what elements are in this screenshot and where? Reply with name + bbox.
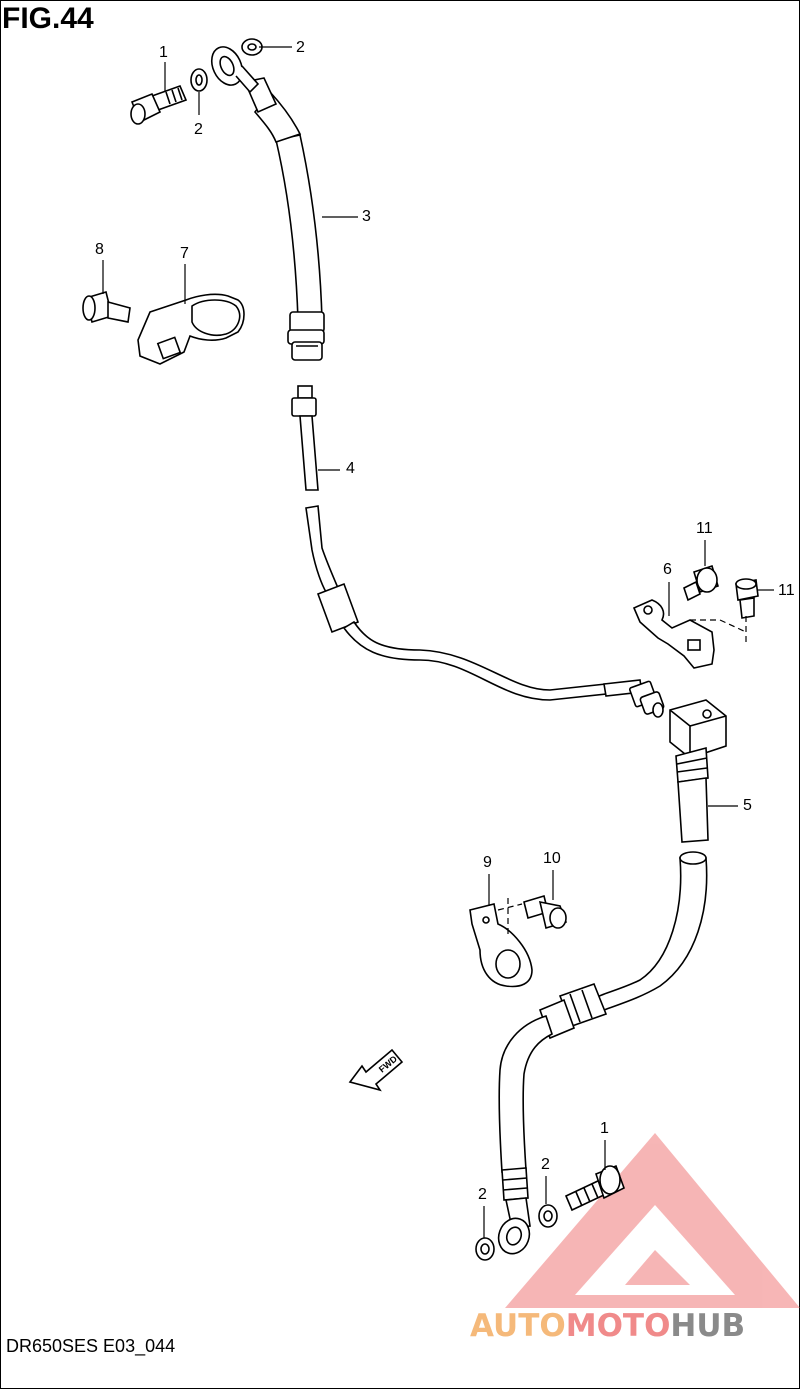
- figure-code: DR650SES E03_044: [6, 1336, 176, 1356]
- callout-2-top-right: 2: [296, 39, 305, 56]
- leader-lines: [102, 46, 774, 1238]
- watermark-text: AUTOMOTOHUB: [470, 1308, 745, 1344]
- callout-1-bottom: 1: [600, 1120, 609, 1137]
- callout-3: 3: [362, 208, 371, 225]
- figure-title: FIG.44: [2, 2, 94, 35]
- callout-10: 10: [543, 850, 561, 867]
- hose-clamp: [137, 293, 245, 365]
- brake-hose-upper: [210, 46, 325, 361]
- clamp-bolt: [82, 290, 131, 324]
- callout-1-top: 1: [159, 44, 168, 61]
- watermark-part-auto: AUTO: [470, 1308, 566, 1344]
- callout-2-top-left: 2: [194, 121, 203, 138]
- washer-bottom-right: [538, 1204, 558, 1228]
- callout-7: 7: [180, 245, 189, 262]
- bracket-bolt-1: [683, 564, 719, 602]
- callout-11-right: 11: [778, 582, 795, 599]
- callout-8: 8: [95, 241, 104, 258]
- callout-2-bottom-right: 2: [541, 1156, 550, 1173]
- washer-bottom-left: [475, 1237, 495, 1261]
- watermark-part-hub: HUB: [670, 1308, 746, 1344]
- callout-4: 4: [346, 460, 355, 477]
- lower-hose-bracket: [469, 903, 533, 988]
- watermark-part-moto: MOTO: [565, 1308, 671, 1344]
- callout-2-bottom-left: 2: [478, 1186, 487, 1203]
- brake-pipe: [291, 385, 665, 718]
- callout-6: 6: [663, 561, 672, 578]
- lower-bracket-bolt: [523, 894, 568, 930]
- callout-5: 5: [743, 797, 752, 814]
- washer-top-left: [190, 68, 208, 92]
- callout-9: 9: [483, 854, 492, 871]
- dashed-guides: [497, 616, 747, 934]
- brake-hose-lower: [497, 699, 727, 1255]
- forward-arrow-icon: [348, 1048, 404, 1092]
- union-bolt-top: [130, 84, 188, 125]
- bracket-bolt-2: [735, 578, 759, 619]
- hose-bracket: [632, 599, 715, 669]
- union-bolt-bottom: [564, 1164, 625, 1212]
- callout-11-top: 11: [696, 520, 713, 537]
- watermark-logo-icon: [505, 1133, 800, 1308]
